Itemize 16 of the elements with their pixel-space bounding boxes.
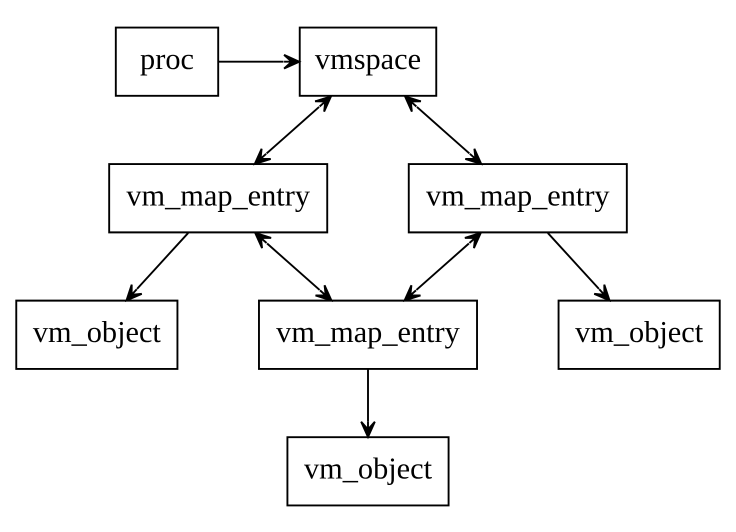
arrow: [404, 94, 482, 164]
arrow: [360, 368, 376, 438]
arrow: [126, 232, 189, 301]
node-box: vm_map_entry: [108, 162, 328, 233]
arrow: [547, 232, 610, 301]
node-box: vm_map_entry: [258, 299, 478, 370]
arrow: [254, 94, 332, 164]
arrow: [254, 232, 332, 301]
node-box: vm_object: [558, 299, 721, 370]
node-box: vmspace: [298, 26, 438, 96]
node-box: vm_object: [286, 436, 450, 506]
node-box: vm_map_entry: [408, 162, 628, 233]
arrow: [218, 53, 300, 69]
node-box: proc: [114, 26, 220, 96]
node-box: vm_object: [15, 299, 178, 370]
arrow: [404, 232, 482, 301]
